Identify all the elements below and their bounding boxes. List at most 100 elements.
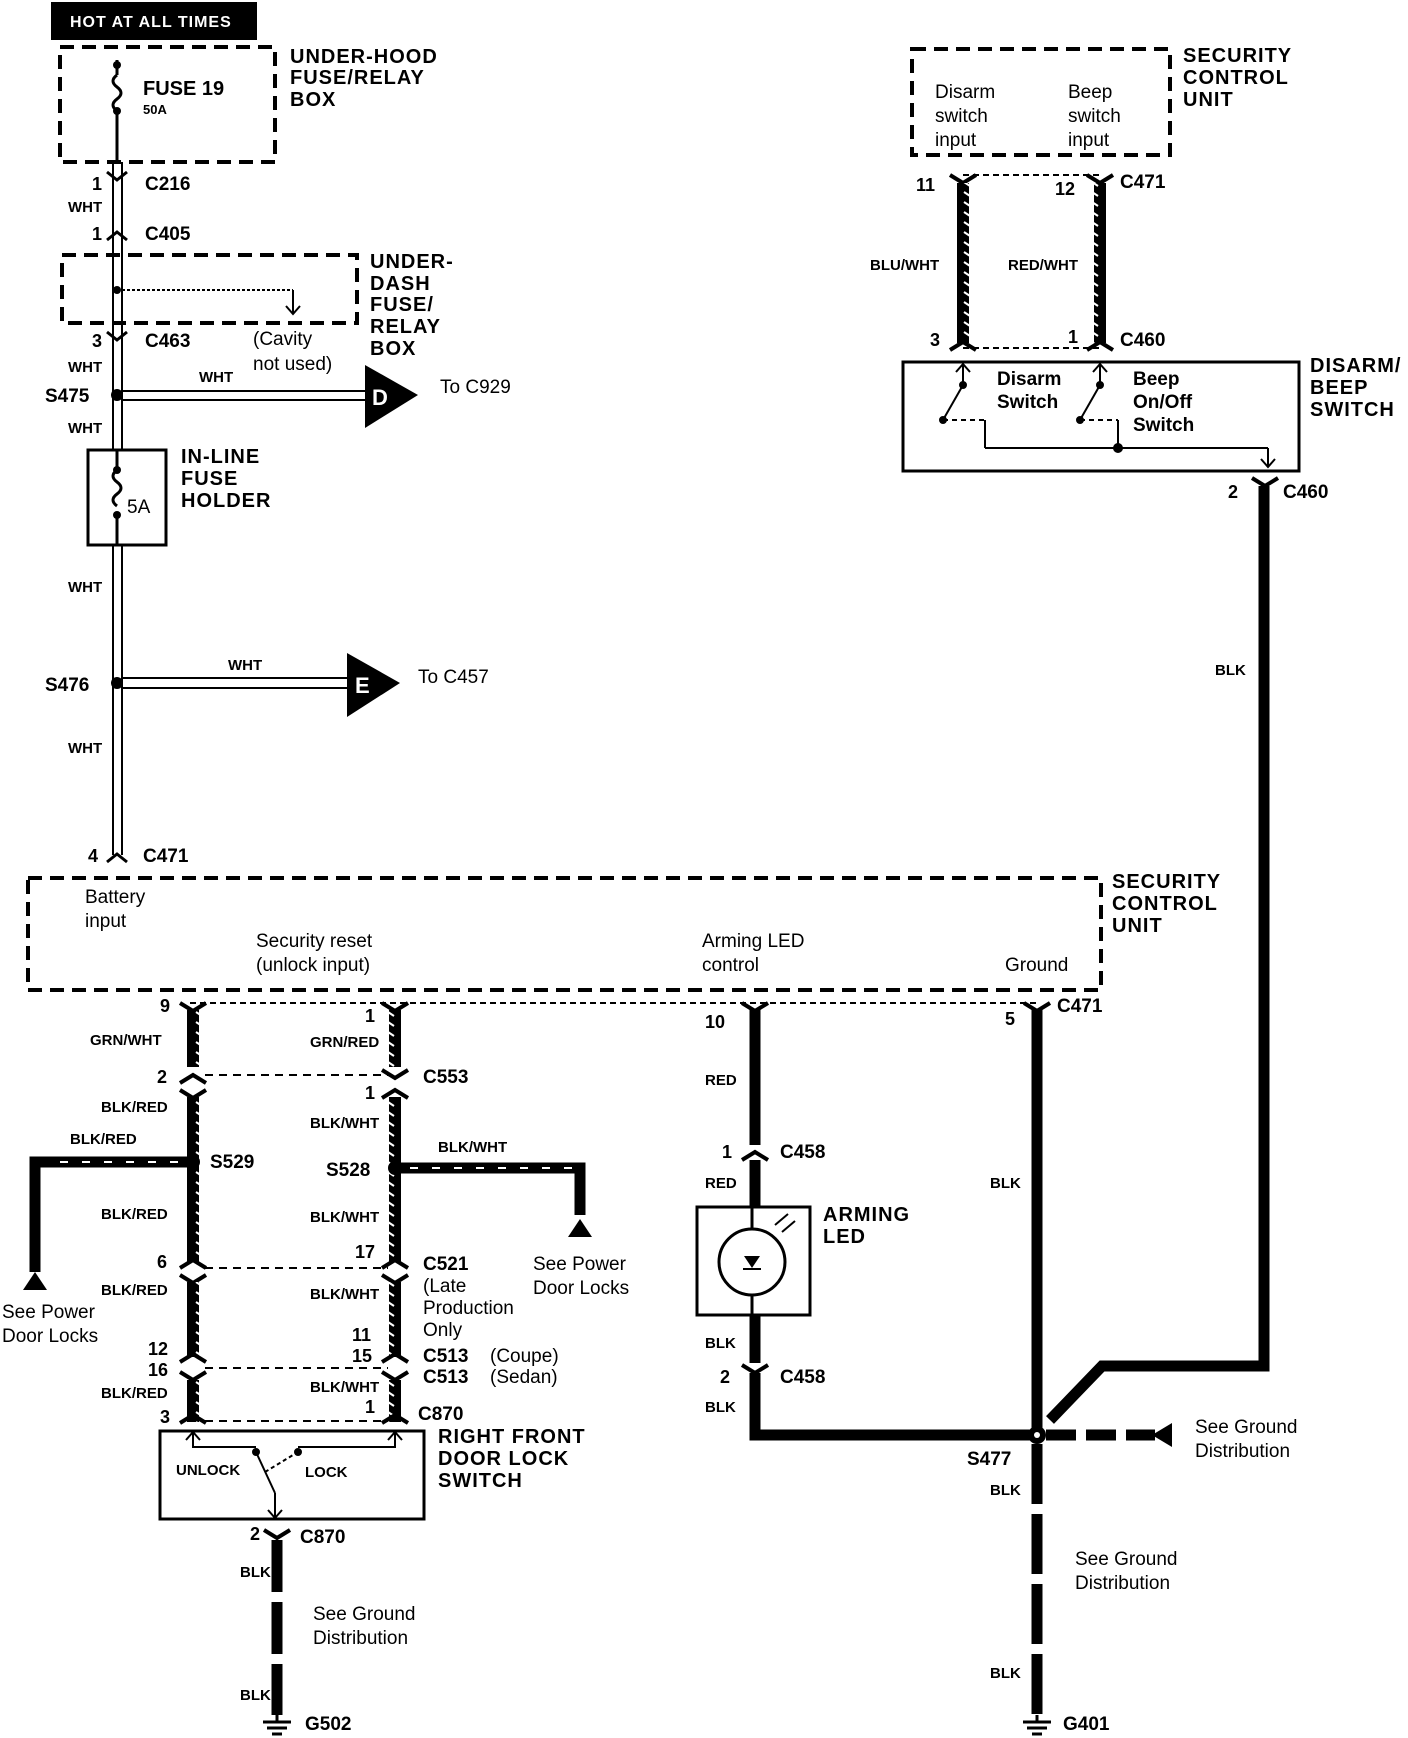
svg-text:(unlock input): (unlock input) [256, 955, 370, 976]
connector-c463: C463 [145, 331, 190, 352]
svg-text:SECURITY: SECURITY [1183, 45, 1292, 67]
svg-text:BLK: BLK [990, 1175, 1021, 1192]
svg-text:1: 1 [92, 174, 102, 194]
svg-text:FUSE/: FUSE/ [370, 294, 434, 316]
svg-text:E: E [355, 673, 370, 698]
svg-text:9: 9 [160, 996, 170, 1016]
svg-text:See Ground: See Ground [1075, 1549, 1177, 1570]
svg-text:WHT: WHT [68, 359, 102, 376]
door-lock-switch [158, 1429, 426, 1521]
svg-text:2: 2 [1228, 482, 1238, 502]
svg-text:input: input [1068, 130, 1110, 151]
svg-text:UNLOCK: UNLOCK [176, 1462, 240, 1479]
security-control-unit-main [26, 876, 1103, 992]
door-lock-switch-label: RIGHT FRONT DOOR LOCK SWITCH [438, 1426, 585, 1492]
svg-text:UNDER-HOOD: UNDER-HOOD [290, 46, 438, 68]
blk-wht-branch [401, 1162, 586, 1215]
svg-text:UNIT: UNIT [1112, 915, 1163, 937]
fuse-19: FUSE 19 50A [111, 60, 224, 160]
connector-c513-coupe: C513 [423, 1346, 468, 1367]
svg-text:Disarm: Disarm [997, 369, 1061, 390]
svg-text:BLK/WHT: BLK/WHT [310, 1209, 379, 1226]
svg-text:Disarm: Disarm [935, 82, 995, 103]
connector-c460-top: C460 [1120, 330, 1165, 351]
red-wht-wire [1094, 183, 1106, 343]
svg-text:GRN/WHT: GRN/WHT [90, 1032, 162, 1049]
connector-c521: C521 [423, 1254, 469, 1275]
svg-text:See Power: See Power [2, 1302, 96, 1323]
svg-text:15: 15 [352, 1346, 372, 1366]
svg-text:WHT: WHT [228, 657, 262, 674]
svg-text:HOLDER: HOLDER [181, 490, 271, 512]
svg-text:BLK/RED: BLK/RED [101, 1099, 168, 1116]
underhood-fuse-box [58, 45, 277, 164]
svg-text:(Coupe): (Coupe) [490, 1346, 559, 1367]
disarm-beep-switch-label: DISARM/ BEEP SWITCH [1310, 355, 1401, 421]
svg-text:input: input [85, 911, 127, 932]
svg-text:SECURITY: SECURITY [1112, 871, 1221, 893]
ref-e-arrow: E [347, 653, 400, 717]
svg-text:G502: G502 [305, 1714, 351, 1735]
svg-text:not used): not used) [253, 354, 332, 375]
svg-text:BEEP: BEEP [1310, 377, 1368, 399]
ref-d-arrow: D [365, 365, 418, 428]
svg-text:BLK: BLK [990, 1482, 1021, 1499]
svg-text:BLK: BLK [1215, 662, 1246, 679]
svg-text:input: input [935, 130, 977, 151]
svg-text:BLK: BLK [240, 1687, 271, 1704]
security-control-unit-main-label: SECURITY CONTROL UNIT [1112, 871, 1221, 937]
svg-text:See Power: See Power [533, 1254, 627, 1275]
svg-text:2: 2 [250, 1524, 260, 1544]
to-c457-label: To C457 [418, 667, 489, 688]
svg-text:S528: S528 [326, 1160, 370, 1181]
svg-text:Door Locks: Door Locks [2, 1326, 98, 1347]
svg-text:4: 4 [88, 846, 98, 866]
svg-text:Ground: Ground [1005, 955, 1068, 976]
svg-text:3: 3 [160, 1407, 170, 1427]
svg-text:Only: Only [423, 1320, 463, 1341]
svg-text:BLK/RED: BLK/RED [101, 1206, 168, 1223]
svg-text:DOOR LOCK: DOOR LOCK [438, 1448, 569, 1470]
hot-at-all-times-banner: HOT AT ALL TIMES [51, 2, 257, 40]
svg-text:2: 2 [720, 1367, 730, 1387]
svg-text:RED/WHT: RED/WHT [1008, 257, 1078, 274]
svg-text:BLK/WHT: BLK/WHT [310, 1115, 379, 1132]
blk-red-wire [187, 1097, 199, 1262]
svg-text:FUSE/RELAY: FUSE/RELAY [290, 67, 425, 89]
svg-text:WHT: WHT [68, 420, 102, 437]
connector-c553: C553 [423, 1067, 468, 1088]
svg-text:1: 1 [92, 224, 102, 244]
svg-text:BLK/WHT: BLK/WHT [310, 1379, 379, 1396]
svg-text:50A: 50A [143, 102, 167, 117]
svg-text:11: 11 [916, 175, 935, 195]
blk-wht-wire [389, 1097, 401, 1262]
svg-text:WHT: WHT [68, 199, 102, 216]
svg-text:FUSE 19: FUSE 19 [143, 78, 224, 100]
svg-text:11: 11 [352, 1325, 371, 1345]
connector-c513-sedan: C513 [423, 1367, 468, 1388]
svg-text:RED: RED [705, 1175, 737, 1192]
svg-text:S475: S475 [45, 386, 90, 407]
ground-g502: G502 [263, 1714, 351, 1736]
blu-wht-wire [957, 183, 969, 343]
svg-text:1: 1 [365, 1397, 375, 1417]
svg-text:BLK: BLK [705, 1399, 736, 1416]
svg-text:Distribution: Distribution [313, 1628, 408, 1649]
svg-text:D: D [372, 385, 388, 410]
grn-red-wire [389, 1010, 401, 1067]
svg-text:DISARM/: DISARM/ [1310, 355, 1401, 377]
connector-c870-bottom: C870 [300, 1527, 345, 1548]
svg-text:12: 12 [148, 1339, 168, 1359]
svg-text:17: 17 [355, 1242, 375, 1262]
svg-text:switch: switch [935, 106, 988, 127]
svg-text:1: 1 [1068, 327, 1078, 347]
svg-text:3: 3 [930, 330, 940, 350]
svg-text:BLK/WHT: BLK/WHT [310, 1286, 379, 1303]
arming-led-label: ARMING LED [823, 1204, 909, 1248]
svg-text:BLK: BLK [990, 1665, 1021, 1682]
svg-text:SWITCH: SWITCH [1310, 399, 1395, 421]
svg-text:WHT: WHT [68, 740, 102, 757]
svg-text:5A: 5A [127, 497, 151, 518]
connector-c471-top: C471 [1120, 172, 1166, 193]
